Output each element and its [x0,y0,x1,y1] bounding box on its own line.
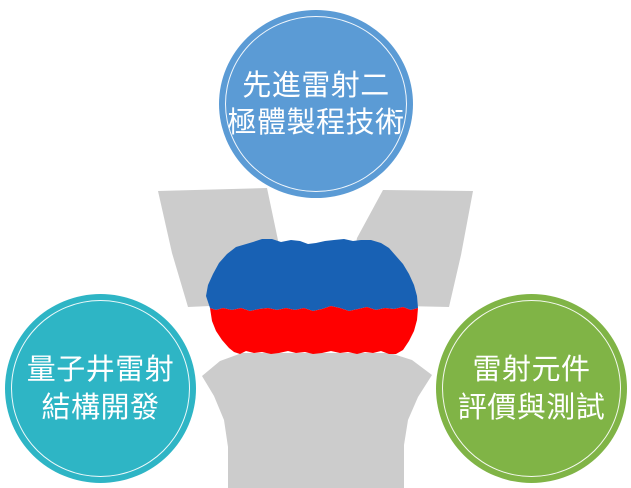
petal-bottom-shape [202,353,432,488]
core-lower-red-shape [210,306,418,354]
node-circle-top[interactable]: 先進雷射二 極體製程技術 [219,10,413,198]
node-label-left: 量子井雷射 結構開發 [26,352,175,424]
node-label-right: 雷射元件 評價與測試 [457,352,606,424]
node-circle-right[interactable]: 雷射元件 評價與測試 [436,294,627,483]
node-label-top: 先進雷射二 極體製程技術 [227,67,405,139]
node-circle-left[interactable]: 量子井雷射 結構開發 [5,294,196,483]
core-upper-blue-shape [206,239,418,311]
